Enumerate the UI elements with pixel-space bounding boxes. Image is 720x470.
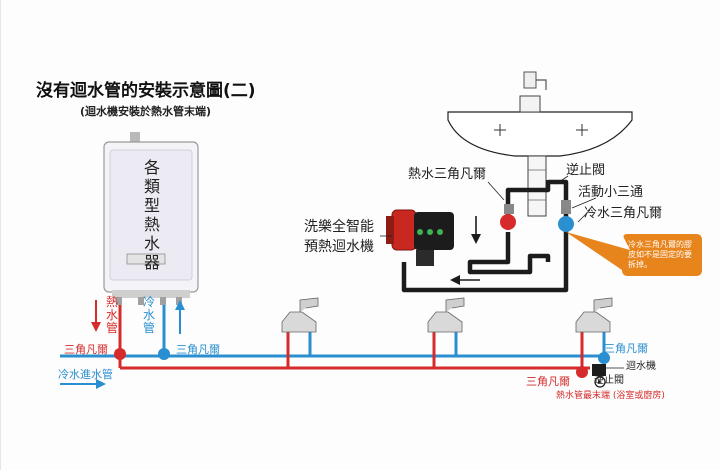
cold-inlet-label: 冷水進水管 <box>58 368 113 381</box>
cold-angle-valve-label: 冷水三角凡爾 <box>584 206 663 221</box>
washbasin <box>447 71 633 217</box>
angle-valve-left-blue-label: 三角凡爾 <box>176 343 220 356</box>
angle-valve-cold-right <box>598 352 610 364</box>
faucet-3 <box>575 297 613 368</box>
hot-angle-valve-label: 熱水三角凡爾 <box>408 167 487 182</box>
return-loop-pipe <box>401 179 569 293</box>
diagram-title: 沒有迴水管的安裝示意圖(二) <box>36 81 256 101</box>
pipe-end-label: 熱水管最末端 (浴室或廚房) <box>556 391 665 401</box>
angle-valve-bottom-red-label: 三角凡爾 <box>526 375 570 388</box>
inlet-arrowhead <box>96 379 106 389</box>
water-heater <box>103 132 199 305</box>
faucet-1 <box>281 297 319 368</box>
check-valve-bottom-label: 逆止閥 <box>594 375 624 386</box>
angle-valve-hot-right <box>576 366 588 378</box>
hot-pipe-label: 熱水管 <box>105 295 118 335</box>
angle-valve-cold-left <box>158 348 170 360</box>
leader-lines <box>380 175 597 237</box>
cold-pipe-label: 冷水管 <box>142 295 155 335</box>
flow-arrowhead-down <box>471 234 481 244</box>
sink-angle-valves <box>500 200 574 232</box>
hot-flow-arrowhead <box>91 322 101 332</box>
heater-label: 各類型熱水器 <box>143 158 160 272</box>
cold-flow-arrowhead <box>175 300 185 310</box>
movable-tee-label: 活動小三通 <box>578 185 644 200</box>
return-machine-label: 迴水機 <box>626 361 656 372</box>
callout-text: 冷水三角凡爾的膠皮如不是固定的要拆掉。 <box>628 240 692 269</box>
pump-label-line2: 預熱迴水機 <box>304 239 374 255</box>
angle-valve-bottom-blue-label: 三角凡爾 <box>604 342 648 355</box>
flow-arrowhead-left <box>450 275 460 285</box>
callout-bubble <box>566 232 702 276</box>
end-return-machine <box>592 364 624 388</box>
angle-valve-left-red-label: 三角凡爾 <box>64 343 108 356</box>
check-valve-top-label: 逆止閥 <box>566 163 606 178</box>
angle-valve-hot-left <box>114 348 126 360</box>
pump-label-line1: 洗樂全智能 <box>304 219 374 235</box>
faucet-2 <box>427 297 465 368</box>
diagram-subtitle: (迴水機安裝於熱水管末端) <box>80 105 212 118</box>
circulation-pump <box>386 209 454 266</box>
